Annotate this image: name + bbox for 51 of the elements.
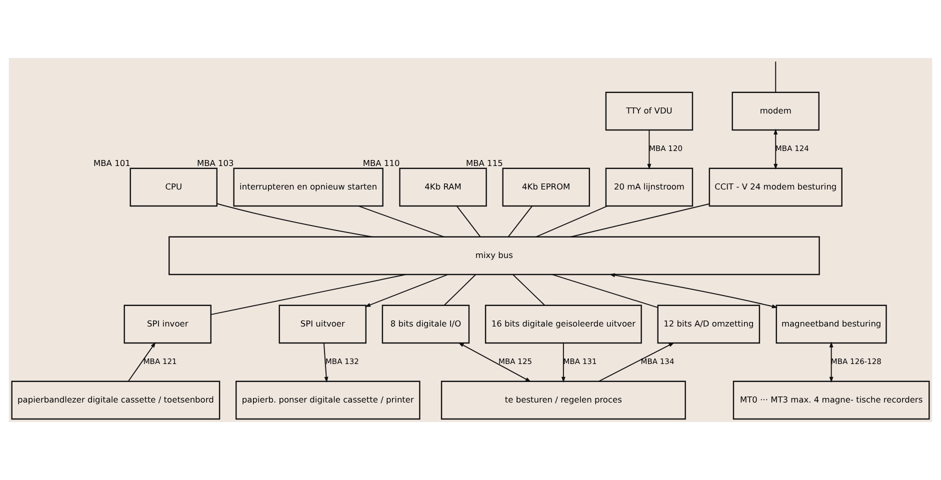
node-box: papierbandlezer digitale cassette / toetsenbord [11, 380, 220, 420]
edge-label: MBA 125 [498, 357, 532, 366]
node-box: interrupteren en opnieuw starten [233, 168, 384, 207]
node-label: MBA 115 [466, 158, 503, 168]
node-box: TTY of VDU [605, 92, 694, 131]
node-box: MT0 ··· MT3 max. 4 magne- tische recorders [732, 380, 930, 420]
connector [444, 274, 476, 306]
connector [210, 274, 407, 316]
edge-label: MBA 120 [649, 144, 683, 154]
arrow [458, 342, 532, 382]
node-box: CPU [130, 168, 218, 207]
node-label: MBA 103 [196, 158, 234, 168]
node-label: MBA 110 [362, 158, 400, 168]
connector [512, 274, 546, 306]
edge-label: MBA 134 [640, 357, 674, 366]
node-box: 8 bits digitale I/O [382, 304, 470, 344]
node-box: te besturen / regelen proces [440, 380, 686, 420]
connector [570, 203, 710, 238]
connector [508, 206, 532, 238]
arrow [364, 274, 448, 307]
arrow [774, 128, 778, 170]
node-box: SPI invoer [124, 304, 212, 344]
arrow [829, 342, 834, 383]
edge-label: MBA 124 [775, 144, 809, 154]
node-box: 16 bits digitale geisoleerde uitvoer [484, 304, 642, 344]
arrow [561, 342, 566, 383]
connector [775, 61, 776, 93]
node-box: 20 mA lijnstroom [605, 168, 694, 207]
arrow [323, 342, 328, 383]
connector [216, 203, 373, 238]
edge-label: MBA 131 [563, 357, 597, 366]
arrow [609, 273, 778, 308]
node-box: CCIT - V 24 modem besturing [708, 168, 842, 207]
edge-label: MBA 121 [143, 357, 177, 366]
node-box: papierb. ponser digitale cassette / printer [236, 380, 420, 420]
node-label: MBA 101 [93, 158, 130, 168]
arrow [598, 342, 674, 382]
connector [456, 206, 481, 238]
edge-label: MBA 132 [325, 357, 359, 366]
node-box: magneetband besturing [776, 304, 887, 344]
node-box: 4Kb EPROM [502, 168, 590, 207]
node-box: 12 bits A/D omzetting [657, 304, 760, 344]
arrow [128, 342, 156, 382]
node-box: 4Kb RAM [399, 168, 487, 207]
connector [536, 206, 608, 238]
arrow [647, 130, 652, 170]
connector [358, 206, 444, 238]
node-box: SPI uitvoer [278, 304, 366, 344]
node-box: modem [732, 92, 820, 131]
node-box: mixy bus [168, 236, 820, 276]
connector [552, 274, 658, 308]
